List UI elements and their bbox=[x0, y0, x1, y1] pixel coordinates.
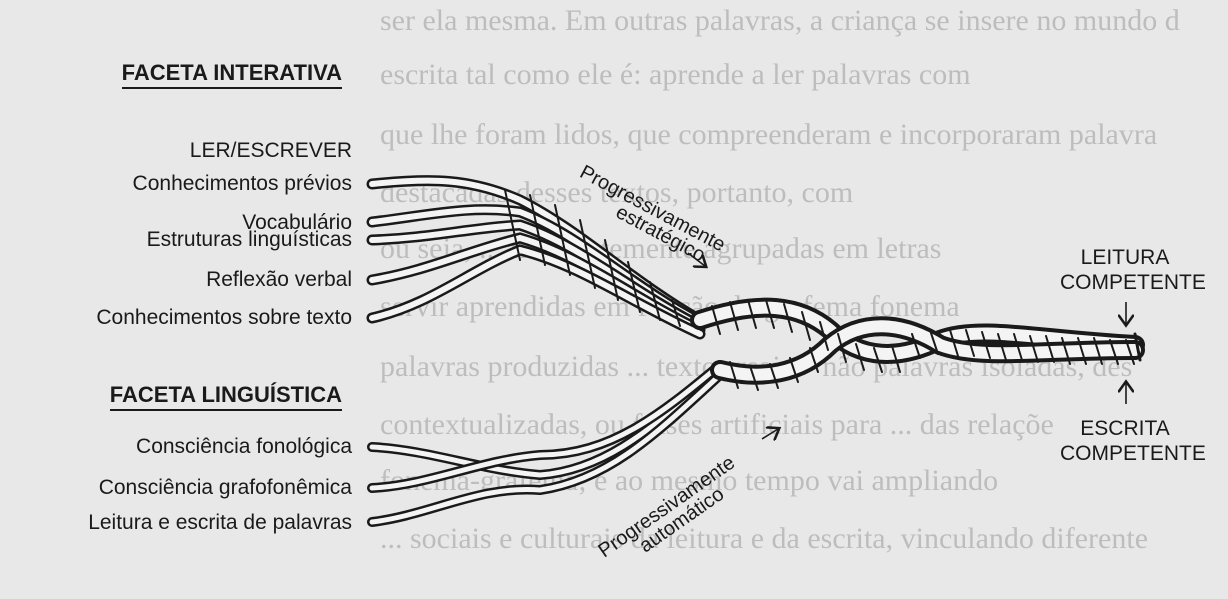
outcome-writing-line2: COMPETENTE bbox=[1060, 443, 1190, 464]
facet-linguistic-heading: FACETA LINGUÍSTICA bbox=[110, 384, 342, 411]
item-reflexao-verbal: Reflexão verbal bbox=[206, 269, 352, 290]
item-estruturas-linguisticas: Estruturas linguísticas bbox=[147, 229, 352, 250]
outcome-reading-line1: LEITURA bbox=[1070, 247, 1180, 268]
item-leitura-escrita-palavras: Leitura e escrita de palavras bbox=[88, 512, 352, 533]
outcome-reading-line2: COMPETENTE bbox=[1060, 272, 1190, 293]
braided-rope bbox=[700, 300, 1140, 390]
item-consciencia-grafofonemica: Consciência grafofonêmica bbox=[99, 477, 352, 498]
facet-interactive-subheading: LER/ESCREVER bbox=[190, 140, 352, 161]
outcome-writing-line1: ESCRITA bbox=[1070, 418, 1180, 439]
item-consciencia-fonologica: Consciência fonológica bbox=[136, 436, 352, 457]
arrow-up-right-icon bbox=[762, 429, 778, 439]
item-conhecimentos-previos: Conhecimentos prévios bbox=[133, 173, 352, 194]
facet-interactive-heading: FACETA INTERATIVA bbox=[122, 62, 342, 89]
item-conhecimentos-sobre-texto: Conhecimentos sobre texto bbox=[96, 307, 352, 328]
